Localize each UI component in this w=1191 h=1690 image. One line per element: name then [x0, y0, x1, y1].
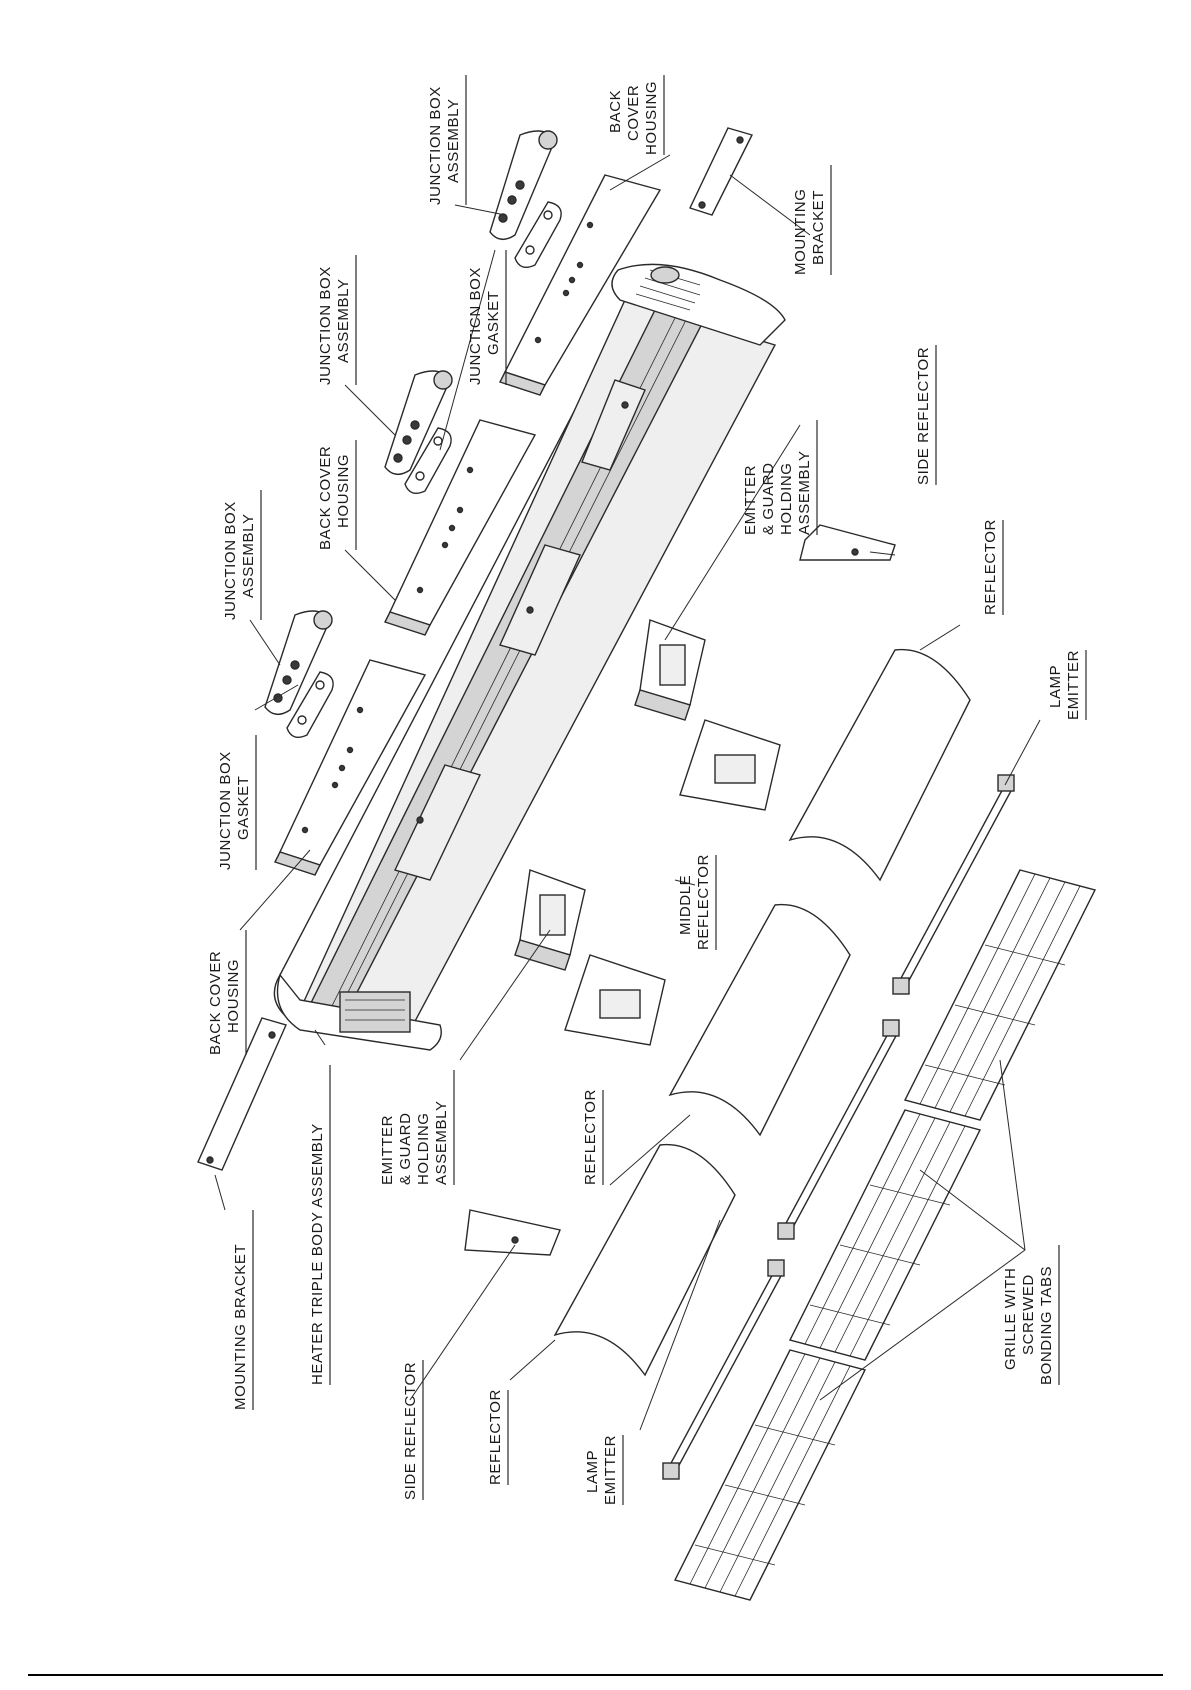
- label-mounting-bracket-right: MOUNTING BRACKET: [792, 165, 832, 275]
- svg-text:BACK COVER: BACK COVER: [207, 951, 224, 1055]
- junction-box-gasket-middle: [404, 427, 452, 494]
- lamp-emitter-middle: [777, 1019, 900, 1240]
- back-cover-housing-right: [499, 174, 662, 396]
- svg-text:GASKET: GASKET: [235, 776, 252, 840]
- label-reflector-middle: REFLECTOR: [582, 1089, 604, 1185]
- svg-text:LAMP: LAMP: [1047, 665, 1064, 708]
- label-emitter-guard-holding-left: EMITTER & GUARD HOLDING ASSEMBLY: [379, 1070, 455, 1185]
- svg-text:HOUSING: HOUSING: [335, 454, 352, 528]
- svg-text:SIDE REFLECTOR: SIDE REFLECTOR: [915, 347, 932, 485]
- label-junction-box-assembly-3: JUNCTION BOX ASSEMBLY: [222, 490, 262, 620]
- side-reflector-right: [799, 524, 896, 561]
- label-emitter-guard-holding-right: EMITTER & GUARD HOLDING ASSEMBLY: [742, 420, 818, 535]
- svg-text:MOUNTING BRACKET: MOUNTING BRACKET: [232, 1244, 249, 1410]
- svg-text:ASSEMBLY: ASSEMBLY: [433, 1100, 450, 1185]
- label-mounting-bracket-left: MOUNTING BRACKET: [232, 1210, 254, 1410]
- svg-text:ASSEMBLY: ASSEMBLY: [796, 450, 813, 535]
- back-cover-housing-middle: [384, 419, 537, 636]
- middle-reflector-left: [564, 954, 666, 1046]
- label-junction-box-assembly-2: JUNCTION BOX ASSEMBLY: [317, 255, 357, 385]
- label-grille-with-screwed-bonding-tabs: GRILLE WITH SCREWED BONDING TABS: [1002, 1245, 1060, 1385]
- heater-triple-body: [273, 263, 786, 1051]
- svg-text:SCREWED: SCREWED: [1020, 1274, 1037, 1355]
- label-back-cover-housing-middle: BACK COVER HOUSING: [317, 440, 357, 550]
- svg-text:ASSEMBLY: ASSEMBLY: [240, 513, 257, 598]
- svg-text:HOUSING: HOUSING: [643, 81, 660, 155]
- label-lamp-emitter-left: LAMP EMITTER: [584, 1435, 624, 1505]
- svg-text:REFLECTOR: REFLECTOR: [487, 1389, 504, 1485]
- svg-text:JUNCTION BOX: JUNCTION BOX: [317, 266, 334, 385]
- svg-text:REFLECTOR: REFLECTOR: [982, 519, 999, 615]
- reflector-right: [788, 648, 971, 882]
- svg-text:HOUSING: HOUSING: [225, 959, 242, 1033]
- svg-text:GASKET: GASKET: [485, 291, 502, 355]
- back-cover-housing-left: [274, 659, 427, 876]
- mounting-bracket-right: [689, 127, 754, 216]
- junction-box-right: [489, 130, 558, 240]
- svg-text:JUNCTION BOX: JUNCTION BOX: [427, 86, 444, 205]
- label-side-reflector-right: SIDE REFLECTOR: [915, 345, 937, 485]
- emitter-guard-holding-left: [514, 869, 586, 971]
- side-reflector-left: [464, 1209, 561, 1256]
- reflector-left: [553, 1143, 736, 1377]
- label-heater-triple-body-assembly: HEATER TRIPLE BODY ASSEMBLY: [309, 1065, 331, 1385]
- label-reflector-right: REFLECTOR: [982, 519, 1004, 615]
- svg-text:MOUNTING: MOUNTING: [792, 189, 809, 275]
- junction-box-gasket-right: [514, 201, 562, 268]
- svg-text:EMITTER: EMITTER: [742, 465, 759, 535]
- label-junction-box-assembly-1: JUNCTION BOX ASSEMBLY: [427, 75, 467, 205]
- lamp-emitter-left: [662, 1259, 785, 1480]
- svg-text:BACK: BACK: [607, 90, 624, 133]
- svg-text:JUNCTION BOX: JUNCTION BOX: [222, 501, 239, 620]
- lamp-emitter-right: [892, 774, 1015, 995]
- svg-text:HEATER TRIPLE BODY ASSEMBLY: HEATER TRIPLE BODY ASSEMBLY: [309, 1123, 326, 1385]
- reflector-middle: [668, 903, 851, 1137]
- svg-text:EMITTER: EMITTER: [1065, 650, 1082, 720]
- label-back-cover-housing-left: BACK COVER HOUSING: [207, 930, 247, 1055]
- junction-box-gasket-left: [286, 671, 334, 738]
- svg-text:JUNCTION BOX: JUNCTION BOX: [217, 751, 234, 870]
- label-reflector-left: REFLECTOR: [487, 1389, 509, 1485]
- svg-text:ASSEMBLY: ASSEMBLY: [335, 278, 352, 363]
- svg-text:MIDDLE: MIDDLE: [677, 875, 694, 935]
- label-side-reflector-left: SIDE REFLECTOR: [402, 1360, 424, 1500]
- junction-box-middle: [384, 370, 453, 475]
- svg-text:EMITTER: EMITTER: [379, 1115, 396, 1185]
- svg-text:SIDE REFLECTOR: SIDE REFLECTOR: [402, 1362, 419, 1500]
- label-junction-box-gasket-right: JUNCTICN BOX GASKET: [467, 250, 507, 385]
- svg-text:EMITTER: EMITTER: [602, 1435, 619, 1505]
- svg-text:& GUARD: & GUARD: [397, 1112, 414, 1185]
- svg-text:BONDING TABS: BONDING TABS: [1038, 1266, 1055, 1385]
- middle-reflector-right: [679, 719, 781, 811]
- page-bottom-rule: [28, 1674, 1163, 1676]
- svg-text:BACK COVER: BACK COVER: [317, 446, 334, 550]
- label-junction-box-gasket-left: JUNCTION BOX GASKET: [217, 735, 257, 870]
- svg-text:COVER: COVER: [625, 85, 642, 141]
- label-back-cover-housing-right: BACK COVER HOUSING: [607, 75, 665, 155]
- emitter-guard-holding-right: [634, 619, 706, 721]
- grille-left: [673, 1349, 867, 1601]
- grille-middle: [788, 1109, 982, 1361]
- svg-text:LAMP: LAMP: [584, 1450, 601, 1493]
- label-middle-reflector: MIDDLE REFLECTOR: [677, 854, 717, 950]
- junction-box-left: [264, 610, 333, 715]
- svg-text:GRILLE WITH: GRILLE WITH: [1002, 1268, 1019, 1370]
- leader-lines: [214, 154, 1041, 1431]
- svg-text:JUNCTICN BOX: JUNCTICN BOX: [467, 267, 484, 385]
- grille-right: [903, 869, 1097, 1121]
- svg-text:BRACKET: BRACKET: [810, 190, 827, 265]
- svg-text:REFLECTOR: REFLECTOR: [695, 854, 712, 950]
- svg-text:& GUARD: & GUARD: [760, 462, 777, 535]
- label-lamp-emitter-right: LAMP EMITTER: [1047, 650, 1087, 720]
- svg-text:ASSEMBLY: ASSEMBLY: [445, 98, 462, 183]
- svg-text:HOLDING: HOLDING: [415, 1112, 432, 1185]
- svg-text:REFLECTOR: REFLECTOR: [582, 1089, 599, 1185]
- mounting-bracket-left: [197, 1017, 287, 1171]
- svg-text:HOLDING: HOLDING: [778, 462, 795, 535]
